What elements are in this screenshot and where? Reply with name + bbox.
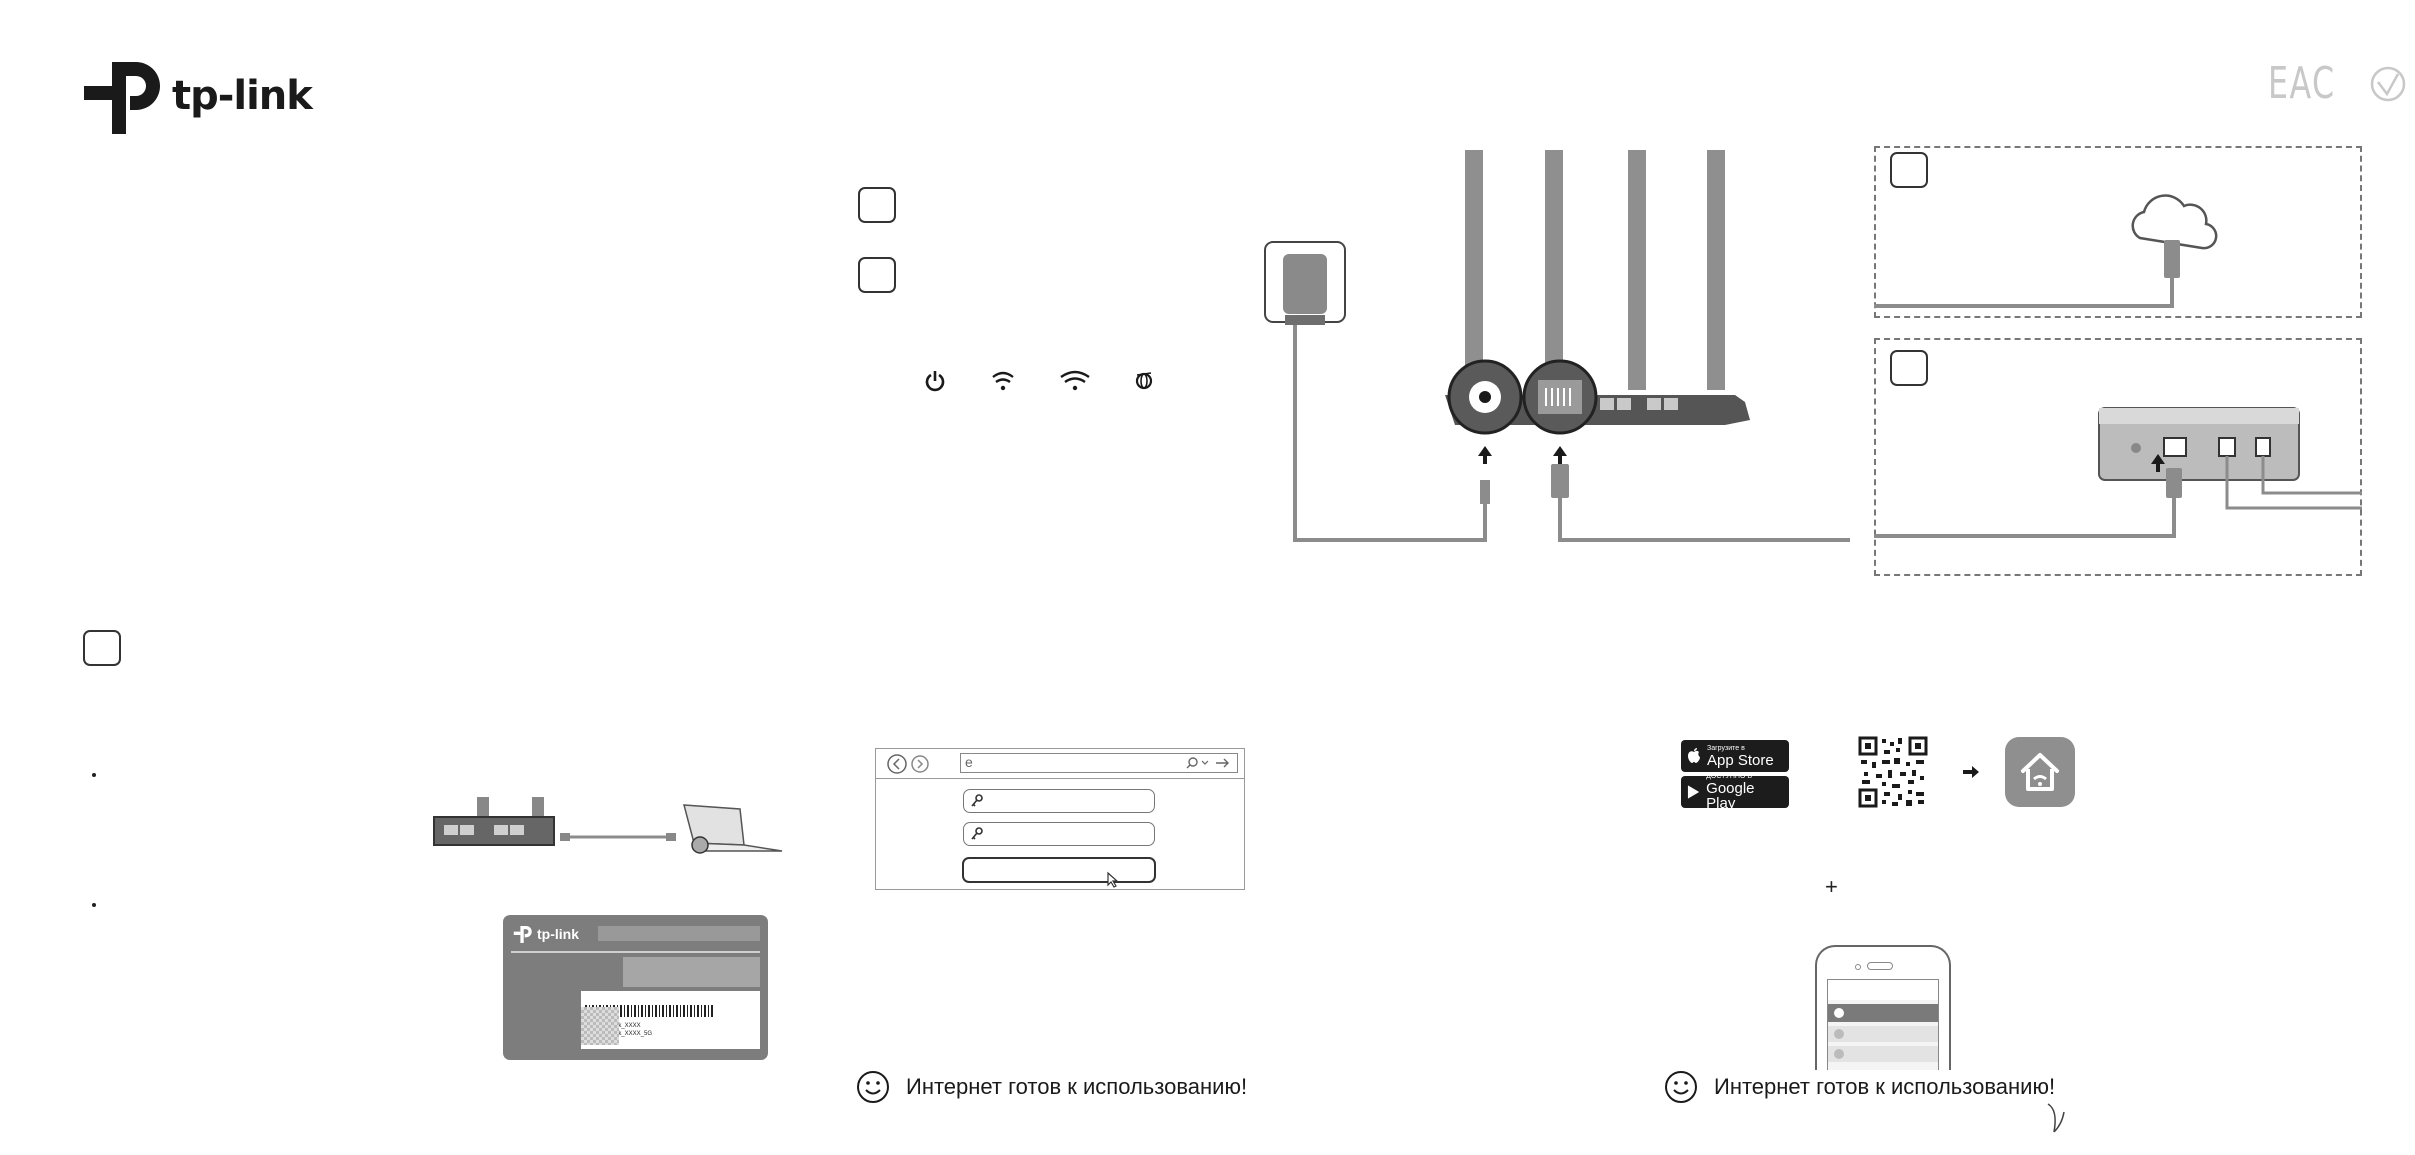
antenna-2	[1545, 150, 1563, 390]
tp-link-logo-icon	[84, 62, 160, 134]
cloud-connection	[1874, 194, 2218, 308]
google-play-badge[interactable]: ДОСТУПНО В Google Play	[1681, 773, 1789, 811]
router-connection-diagram	[1264, 150, 1850, 542]
search-go-icon[interactable]	[1186, 756, 1232, 770]
label-qr-code	[581, 1007, 619, 1045]
internet-source-panel	[1874, 146, 2362, 318]
step-box-3	[83, 630, 121, 666]
step-box-1	[858, 187, 896, 223]
forward-icon[interactable]	[910, 754, 930, 774]
modem-connection	[1874, 407, 2362, 538]
ready-message-browser: Интернет готов к использованию!	[856, 1070, 1247, 1104]
up-arrow-icon	[1553, 446, 1567, 464]
brand-logo: tp-link	[82, 58, 313, 134]
cursor-icon	[1107, 871, 1119, 888]
phone-mockup	[1815, 945, 1951, 1070]
ethernet-cable	[1558, 498, 1850, 542]
led-icons-row	[925, 370, 1153, 392]
smiley-icon	[857, 1071, 889, 1103]
key-icon	[971, 827, 983, 840]
cloud-icon	[2131, 194, 2218, 250]
app-qr-code[interactable]	[1858, 736, 1928, 808]
key-icon	[971, 794, 983, 807]
smiley-icon	[1665, 1071, 1697, 1103]
antenna-3	[1628, 150, 1646, 390]
bullet-2	[92, 903, 96, 907]
browser-toolbar: e	[876, 749, 1244, 779]
bullet-1	[92, 773, 96, 777]
internet-icon	[1135, 372, 1153, 390]
router-to-computer	[433, 797, 783, 854]
home-wifi-icon	[2021, 753, 2059, 791]
address-bar[interactable]: e	[960, 753, 1238, 773]
router-label: tp-link SSID:TP-Link_XXXX SSID:TP-Link_X…	[503, 915, 768, 1060]
google-play-icon	[1687, 785, 1700, 799]
browser-logo-icon: e	[965, 754, 973, 770]
step-box-5	[1890, 350, 1928, 386]
tether-app-icon[interactable]	[2005, 737, 2075, 807]
right-arrow-icon	[1963, 766, 1979, 778]
up-arrow-icon	[2151, 454, 2165, 472]
tp-link-logo-icon	[513, 925, 532, 943]
phone-screen	[1827, 979, 1939, 1070]
antenna-4	[1707, 150, 1725, 390]
step-box-4	[1890, 152, 1928, 188]
step-box-2	[858, 257, 896, 293]
password-field[interactable]	[963, 789, 1155, 813]
certification-marks: EAC	[2268, 58, 2408, 109]
ethernet-plug	[1551, 464, 1569, 498]
certification-check-icon	[2370, 66, 2406, 101]
power-cable	[1293, 325, 1487, 542]
wifi-2g-icon	[992, 371, 1014, 391]
brand-wordmark: tp-link	[172, 73, 313, 119]
power-adapter	[1283, 254, 1327, 314]
phone-list-item-active[interactable]	[1828, 1004, 1938, 1022]
up-arrow-icon	[1478, 446, 1492, 464]
phone-list-item[interactable]	[1828, 1046, 1938, 1062]
app-store-badge[interactable]: Загрузите в App Store	[1681, 740, 1789, 772]
eac-mark: EAC	[2268, 58, 2336, 109]
browser-window: e	[875, 748, 1245, 890]
label-logo: tp-link	[513, 925, 579, 943]
ready-message-app: Интернет готов к использованию!	[1664, 1070, 2055, 1104]
page-turn-icon	[2047, 1103, 2065, 1133]
antenna-1	[1465, 150, 1483, 390]
confirm-password-field[interactable]	[963, 822, 1155, 846]
wifi-5g-icon	[1060, 370, 1090, 391]
laptop	[683, 804, 745, 846]
modem-panel	[1874, 338, 2362, 576]
submit-button[interactable]	[962, 857, 1156, 883]
plus-sign: +	[1825, 874, 1838, 899]
back-icon[interactable]	[886, 753, 908, 775]
power-icon	[925, 371, 945, 392]
apple-icon	[1688, 748, 1700, 763]
phone-list-item[interactable]	[1828, 1026, 1938, 1042]
